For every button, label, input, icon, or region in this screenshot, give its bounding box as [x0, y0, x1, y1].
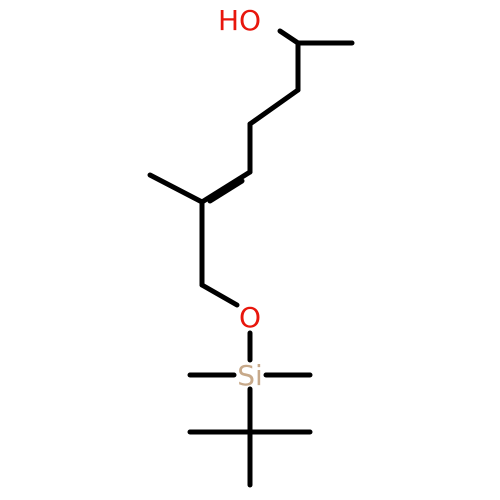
- bond-c2-o-hydroxyl: [277, 28, 301, 46]
- bond-c5-c6-double-b: [207, 178, 245, 204]
- bond-c5-c6-double-a: [199, 169, 253, 205]
- ether-oxygen-label: O: [239, 301, 261, 334]
- hydroxyl-label: HO: [218, 4, 261, 37]
- bond-c3-c4: [247, 87, 301, 127]
- silicon-label: Si: [237, 359, 263, 392]
- bond-c7-o-ether: [199, 282, 240, 308]
- bond-c6-methyl: [147, 172, 205, 205]
